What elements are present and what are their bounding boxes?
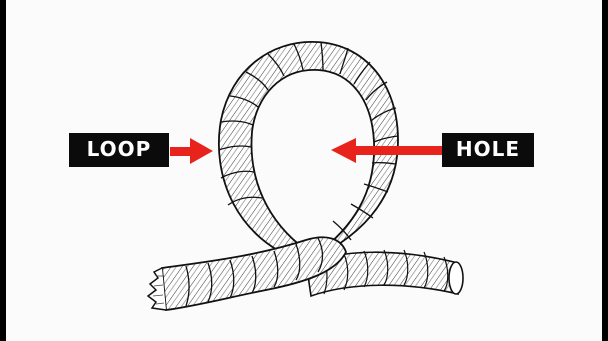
rope-loop-illustration [6,0,602,341]
loop-label: LOOP [69,133,169,167]
loop-arrow [170,138,213,164]
diagram-frame: LOOP HOLE [6,0,602,341]
hole-label: HOLE [442,133,534,167]
rope-left-tail [148,237,346,310]
